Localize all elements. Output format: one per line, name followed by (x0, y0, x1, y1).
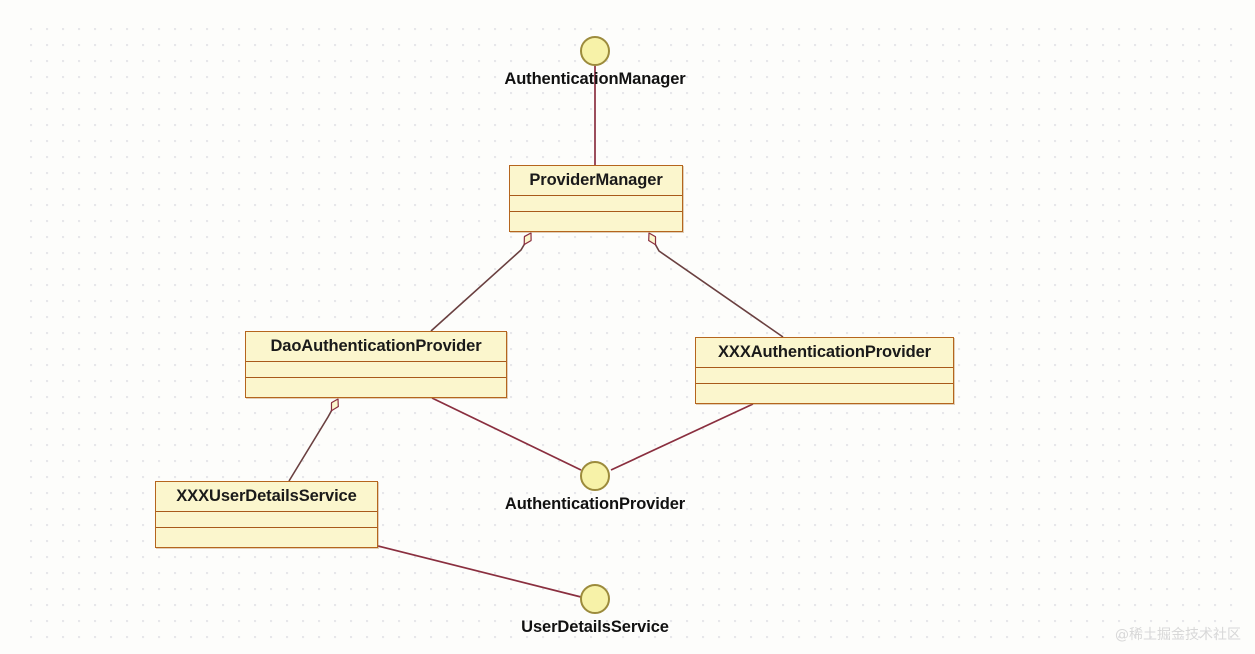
class-box-provider-manager[interactable]: ProviderManager (509, 165, 683, 232)
edge-providermanager-xxxauthenticationprovider (649, 233, 784, 338)
class-attributes-compartment (246, 362, 506, 378)
class-attributes-compartment (696, 368, 953, 384)
dot-grid-background (30, 28, 1237, 644)
class-box-xxx-user-details-service[interactable]: XXXUserDetailsService (155, 481, 378, 548)
class-attributes-compartment (156, 512, 377, 528)
interface-label: AuthenticationManager (504, 70, 686, 88)
edge-daoauthenticationprovider-authenticationprovider (431, 397, 582, 471)
edge-providermanager-daoauthenticationprovider (430, 233, 531, 332)
interface-ball-icon (580, 36, 610, 66)
interface-ball-icon (580, 584, 610, 614)
class-box-dao-authentication-provider[interactable]: DaoAuthenticationProvider (245, 331, 507, 398)
edge-xxxauthenticationprovider-authenticationprovider (610, 403, 754, 471)
class-attributes-compartment (510, 196, 682, 212)
class-name-label: ProviderManager (510, 166, 682, 196)
class-box-xxx-authentication-provider[interactable]: XXXAuthenticationProvider (695, 337, 954, 404)
class-name-label: XXXUserDetailsService (156, 482, 377, 512)
interface-authentication-manager[interactable]: AuthenticationManager (504, 36, 686, 88)
class-name-label: DaoAuthenticationProvider (246, 332, 506, 362)
interface-label: AuthenticationProvider (504, 495, 686, 513)
class-methods-compartment (696, 384, 953, 400)
edge-daoauthenticationprovider-xxxuserdetailsservice (288, 399, 338, 482)
interface-authentication-provider[interactable]: AuthenticationProvider (505, 461, 685, 513)
class-methods-compartment (510, 212, 682, 228)
class-methods-compartment (156, 528, 377, 544)
interface-label: UserDetailsService (521, 618, 669, 636)
interface-ball-icon (580, 461, 610, 491)
edge-xxxuserdetailsservice-userdetailsservice (377, 545, 582, 598)
class-name-label: XXXAuthenticationProvider (696, 338, 953, 368)
interface-user-details-service[interactable]: UserDetailsService (521, 584, 669, 636)
class-methods-compartment (246, 378, 506, 394)
watermark-label: @稀土掘金技术社区 (1115, 627, 1241, 643)
